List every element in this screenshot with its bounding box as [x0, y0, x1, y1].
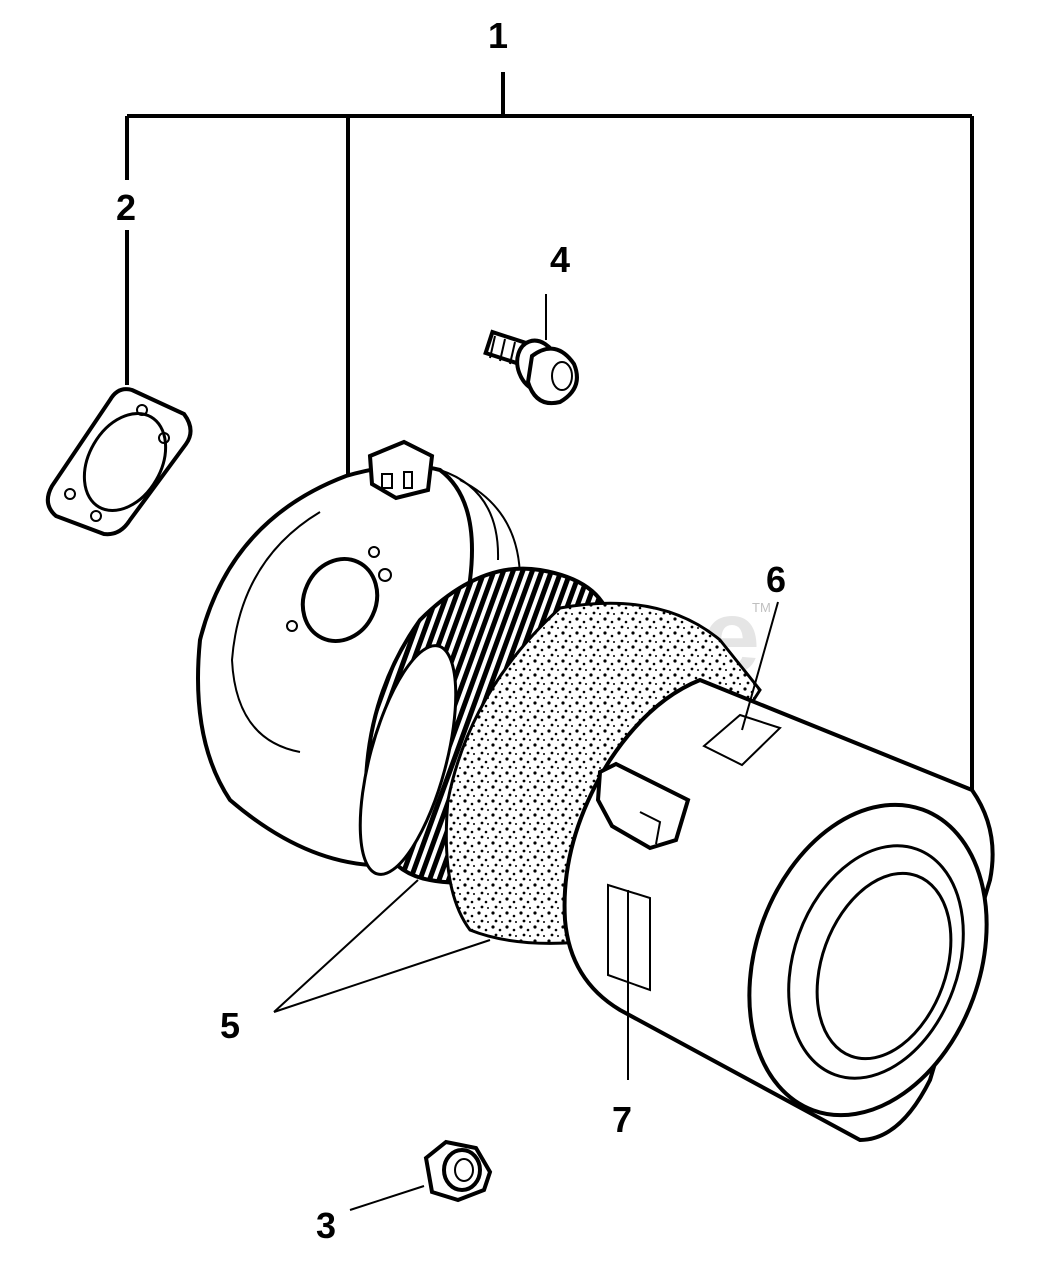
callout-2: 2 — [116, 187, 136, 228]
kit-bracket — [125, 72, 974, 790]
screw — [483, 329, 579, 405]
callout-6: 6 — [766, 559, 786, 600]
callout-3: 3 — [316, 1205, 336, 1246]
watermark-trademark: TM — [752, 600, 771, 615]
leader-lines — [273, 294, 779, 1211]
callout-1: 1 — [488, 15, 508, 56]
air-cleaner-cover — [562, 677, 995, 1143]
gasket — [45, 387, 193, 537]
callouts: 1 2 3 4 5 6 7 — [116, 15, 786, 1246]
nut — [423, 1139, 493, 1203]
callout-4: 4 — [550, 239, 570, 280]
callout-5: 5 — [220, 1005, 240, 1046]
callout-7: 7 — [612, 1099, 632, 1140]
